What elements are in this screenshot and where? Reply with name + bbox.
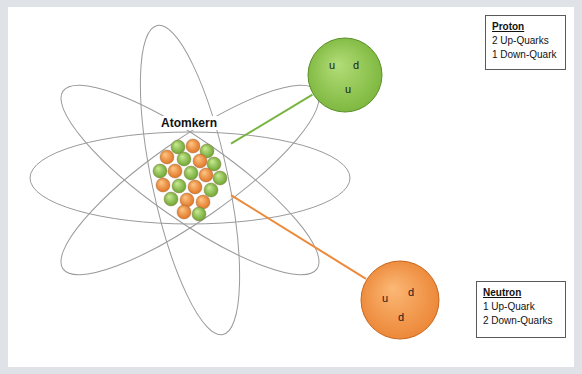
box-line: 1 Down-Quark <box>492 48 559 62</box>
particle-circle <box>360 260 440 340</box>
orbit <box>40 58 340 301</box>
box-line: 2 Up-Quarks <box>492 34 559 48</box>
neutron-legend-box: Neutron1 Up-Quark2 Down-Quarks <box>476 281 566 338</box>
connector-line <box>231 95 312 144</box>
proton-legend-box: Proton2 Up-Quarks1 Down-Quark <box>485 15 566 70</box>
box-line: 1 Up-Quark <box>483 300 559 314</box>
quark-letter: u <box>345 83 351 95</box>
orbit <box>120 18 260 343</box>
proton-circle: udu <box>307 37 383 113</box>
particle-outline <box>361 261 439 339</box>
orbit <box>40 58 340 301</box>
quark-letter: u <box>382 292 388 304</box>
particle-outline <box>308 38 382 112</box>
connector-line <box>231 195 366 279</box>
orbit <box>30 132 350 224</box>
particle-circle <box>307 37 383 113</box>
electron-orbits <box>30 18 350 343</box>
quark-letter: u <box>329 59 335 71</box>
panel <box>8 7 574 367</box>
neutron-circle: udd <box>360 260 440 340</box>
quark-letter: d <box>353 59 359 71</box>
box-line: 2 Down-Quarks <box>483 314 559 328</box>
box-heading: Neutron <box>483 286 559 300</box>
nucleus: Atomkern <box>147 116 231 222</box>
nucleus-label: Atomkern <box>147 116 231 130</box>
quark-letter: d <box>398 311 404 323</box>
nucleus-particles <box>153 139 227 221</box>
box-heading: Proton <box>492 20 559 34</box>
quark-letter: d <box>408 286 414 298</box>
